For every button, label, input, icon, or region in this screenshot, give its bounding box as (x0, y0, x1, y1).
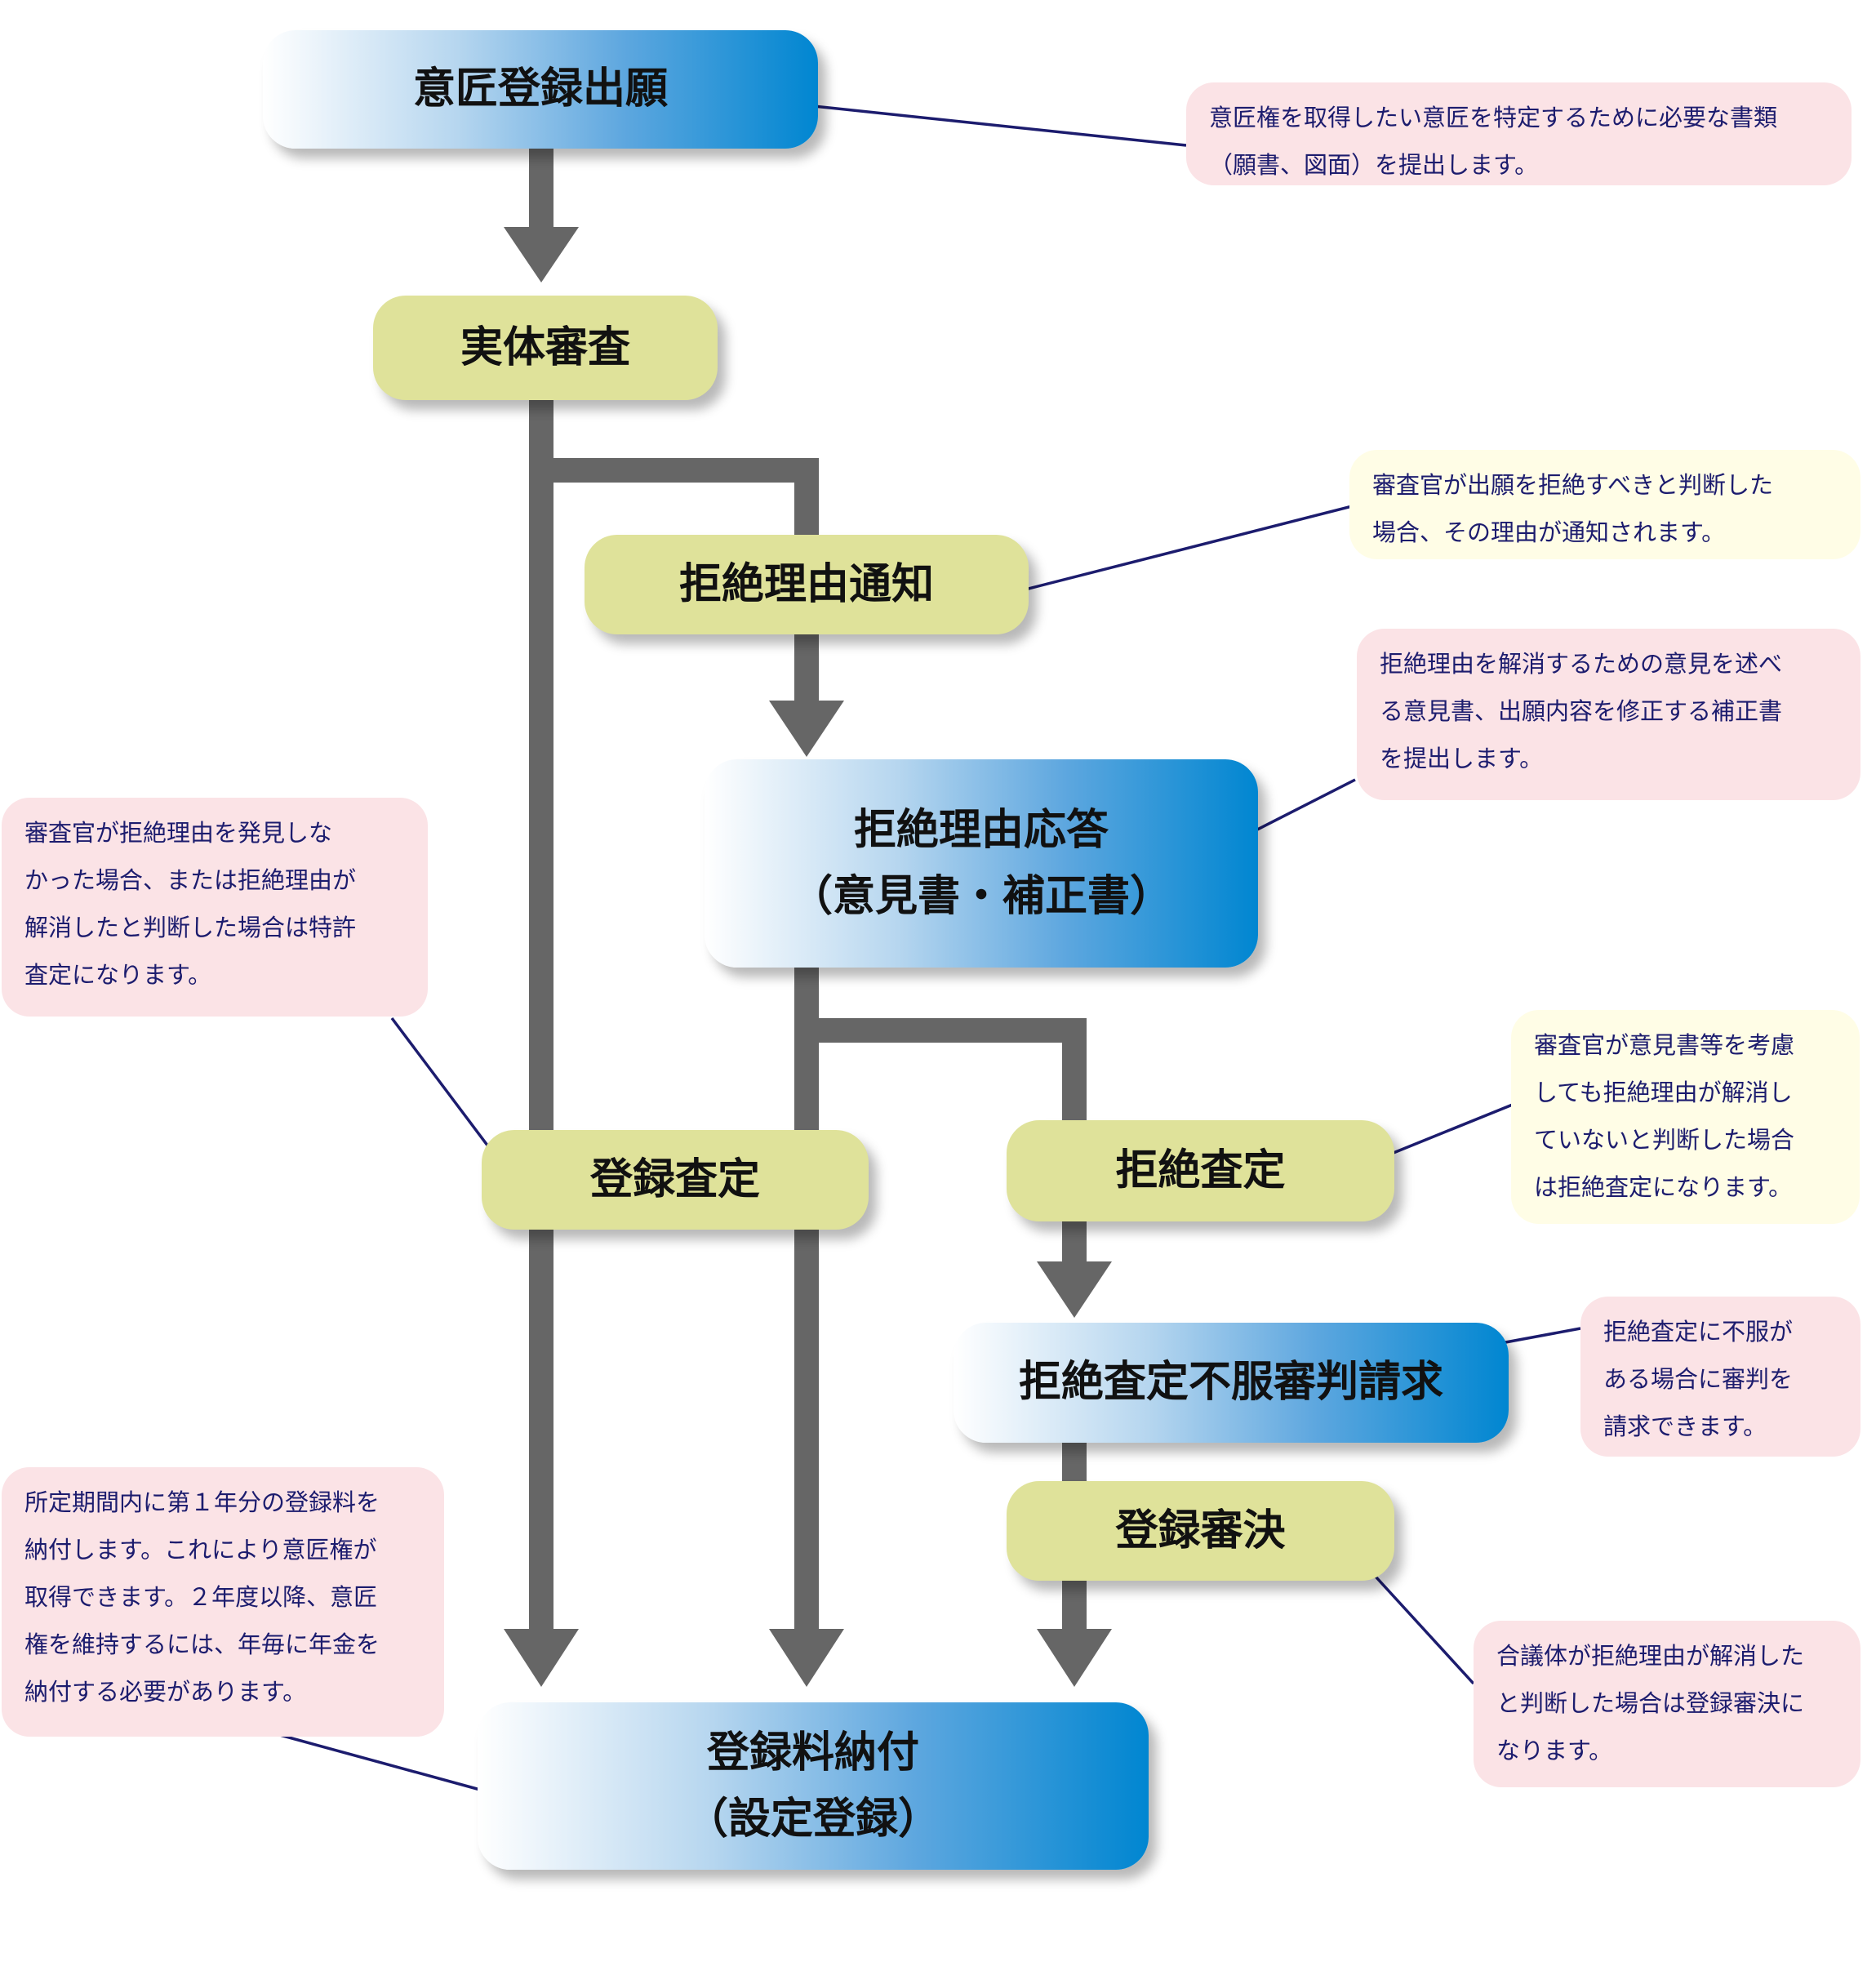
arrowhead-response (769, 701, 844, 757)
node-refusal-reason-notice-label: 拒絶理由通知 (678, 559, 934, 609)
leader-trial-decision (1366, 1566, 1475, 1685)
arrowhead-fee-left (504, 1629, 579, 1687)
note-registration-decision: 審査官が拒絶理由を発見しな かった場合、または拒絶理由が 解消したと判断した場合… (2, 798, 428, 1017)
node-design-application: 意匠登録出願 (263, 30, 818, 149)
connector-response-trunk (794, 968, 819, 1633)
connector-application-to-examination (529, 147, 553, 229)
connector-branch-vertical-1 (794, 458, 819, 536)
node-registration-trial-decision: 登録審決 (1007, 1481, 1394, 1581)
node-refusal-reason-response-label-2: （意見書・補正書） (789, 871, 1172, 921)
node-substantive-examination: 実体審査 (373, 296, 718, 400)
leader-application (789, 102, 1187, 147)
node-appeal-against-refusal-label: 拒絶査定不服審判請求 (1018, 1358, 1443, 1408)
leader-appeal (1491, 1327, 1581, 1346)
note-design-application: 意匠権を取得したい意匠を特定するために必要な書類 （願書、図面）を提出します。 (1186, 82, 1852, 185)
note-appeal: 拒絶査定に不服が ある場合に審判を 請求できます。 (1580, 1297, 1860, 1457)
node-refusal-reason-response-label-1: 拒絶理由応答 (853, 805, 1109, 855)
node-registration-fee-payment-label-1: 登録料納付 (706, 1728, 919, 1777)
node-substantive-examination-label: 実体審査 (460, 323, 630, 372)
node-refusal-reason-response: 拒絶理由応答 （意見書・補正書） (705, 759, 1258, 968)
node-registration-fee-payment: 登録料納付 （設定登録） (478, 1702, 1149, 1870)
node-appeal-against-refusal: 拒絶査定不服審判請求 (954, 1323, 1509, 1443)
node-registration-trial-decision-label: 登録審決 (1115, 1506, 1286, 1555)
connector-branch-vertical-2 (1062, 1018, 1087, 1121)
arrowhead-appeal (1037, 1261, 1112, 1318)
leader-fee (279, 1733, 499, 1796)
node-refusal-decision-label: 拒絶査定 (1115, 1146, 1286, 1195)
connector-branch-horizontal-2 (807, 1018, 1087, 1043)
note-registration-trial-decision: 合議体が拒絶理由が解消した と判断した場合は登録審決に なります。 (1474, 1621, 1860, 1787)
node-registration-decision: 登録査定 (482, 1130, 869, 1230)
connector-trial-to-fee (1062, 1580, 1087, 1633)
connector-appeal-to-trial (1062, 1441, 1087, 1482)
connector-notice-to-response (794, 633, 819, 706)
node-refusal-reason-notice: 拒絶理由通知 (585, 535, 1029, 634)
connector-branch-horizontal-1 (541, 458, 819, 483)
leader-registration-decision (390, 1017, 500, 1161)
connector-refusal-to-appeal (1062, 1221, 1087, 1263)
arrowhead-examination (504, 227, 579, 283)
node-registration-fee-payment-label-2: （設定登録） (685, 1794, 940, 1844)
node-design-application-label: 意匠登録出願 (412, 65, 668, 114)
leader-refusal-notice (1015, 504, 1356, 594)
connector-examination-trunk (529, 400, 553, 1633)
note-registration-fee-payment: 所定期間内に第１年分の登録料を 納付します。これにより意匠権が 取得できます。２… (2, 1467, 444, 1737)
note-refusal-reason-response: 拒絶理由を解消するための意見を述べ る意見書、出願内容を修正する補正書 を提出し… (1357, 629, 1860, 800)
note-refusal-reason-notice: 審査官が出願を拒絶すべきと判断した 場合、その理由が通知されます。 (1349, 450, 1860, 559)
node-registration-decision-label: 登録査定 (589, 1155, 760, 1204)
node-refusal-decision: 拒絶査定 (1007, 1120, 1394, 1221)
leader-refusal-decision (1380, 1101, 1519, 1159)
arrowhead-fee-center (769, 1629, 844, 1687)
arrowhead-fee-right (1037, 1629, 1112, 1687)
note-refusal-decision: 審査官が意見書等を考慮 しても拒絶理由が解消し ていないと判断した場合 は拒絶査… (1511, 1010, 1860, 1224)
